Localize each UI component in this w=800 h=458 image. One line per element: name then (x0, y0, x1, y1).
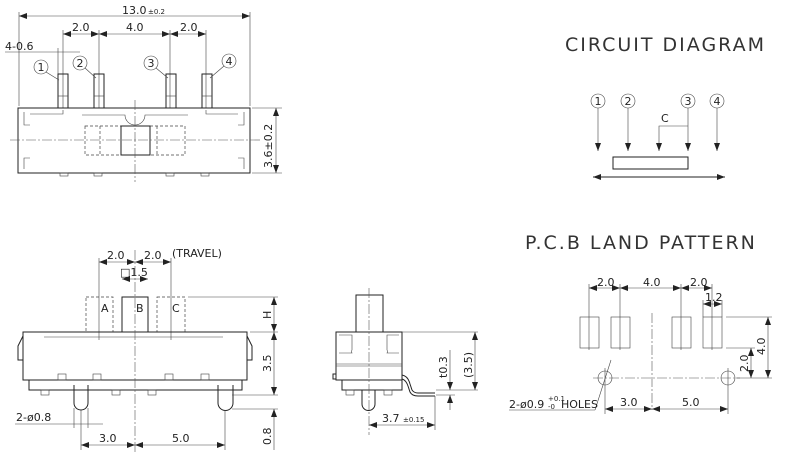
top-view: 13.0 ±0.2 2.0 4.0 2.0 4-0.6 1 2 3 4 (5, 4, 282, 182)
actuator-height-dim: H (261, 311, 274, 319)
depth-dim: 3.7 (382, 412, 400, 425)
position-b: B (136, 302, 144, 315)
circuit-pin-2: 2 (625, 95, 632, 108)
pin-width-dim: 4-0.6 (5, 40, 33, 53)
circuit-pin-1: 1 (595, 95, 602, 108)
boss-right-dim: 5.0 (172, 432, 190, 445)
position-a: A (101, 302, 109, 315)
pin-label-3: 3 (148, 57, 155, 70)
pitch-dim-2: 4.0 (126, 21, 144, 34)
position-c: C (172, 302, 180, 315)
hole-right-dim: 5.0 (682, 396, 700, 409)
ref-height-dim: (3.5) (462, 352, 475, 378)
pad-width-dim: 1.2 (705, 291, 723, 304)
pin-label-2: 2 (77, 57, 84, 70)
pitch-dim-1: 2.0 (72, 21, 90, 34)
travel-dim-1: 2.0 (107, 249, 125, 262)
pcb-pitch-3: 2.0 (690, 276, 708, 289)
circuit-pin-4: 4 (714, 95, 721, 108)
pcb-pitch-1: 2.0 (597, 276, 615, 289)
travel-dim-2: 2.0 (144, 249, 162, 262)
boss-left-dim: 3.0 (99, 432, 117, 445)
front-view: 2.0 2.0 (TRAVEL) □1.5 A B C H 3.5 0.8 (15, 247, 278, 452)
overall-width-dim: 13.0 (122, 4, 147, 17)
side-view: t0.3 (3.5) 3.7 ±0.15 (332, 288, 478, 435)
travel-label: (TRAVEL) (172, 247, 222, 260)
hole-suffix: HOLES (561, 398, 598, 411)
pad-row-height-dim: 4.0 (755, 338, 768, 356)
boss-dia-dim: 2-ø0.8 (16, 411, 51, 424)
circuit-pin-3: 3 (685, 95, 692, 108)
hole-tol-minus: -0 (548, 403, 555, 411)
body-height-dim: 3.5 (261, 355, 274, 373)
hole-tol-plus: +0.1 (548, 395, 565, 403)
pcb-land-pattern: P.C.B LAND PATTERN 2.0 4.0 2.0 1.2 4.0 2… (509, 232, 772, 414)
height-dim: 3.6±0.2 (262, 124, 275, 168)
pitch-dim-3: 2.0 (180, 21, 198, 34)
pin-length-dim: 0.8 (261, 428, 274, 446)
overall-width-tol: ±0.2 (148, 8, 165, 16)
circuit-diagram: CIRCUIT DIAGRAM 1 2 3 4 C (565, 34, 766, 180)
pcb-pitch-2: 4.0 (643, 276, 661, 289)
lead-thickness-dim: t0.3 (437, 356, 450, 378)
actuator-size-dim: □1.5 (120, 266, 148, 279)
hole-label: 2-ø0.9 (509, 398, 544, 411)
pcb-title: P.C.B LAND PATTERN (525, 232, 757, 254)
pin-label-4: 4 (226, 55, 233, 68)
pin-label-1: 1 (38, 61, 45, 74)
depth-tol: ±0.15 (403, 416, 424, 424)
common-label: C (661, 112, 669, 125)
circuit-diagram-title: CIRCUIT DIAGRAM (565, 34, 766, 56)
hole-offset-dim: 2.0 (738, 355, 751, 373)
hole-left-dim: 3.0 (620, 396, 638, 409)
